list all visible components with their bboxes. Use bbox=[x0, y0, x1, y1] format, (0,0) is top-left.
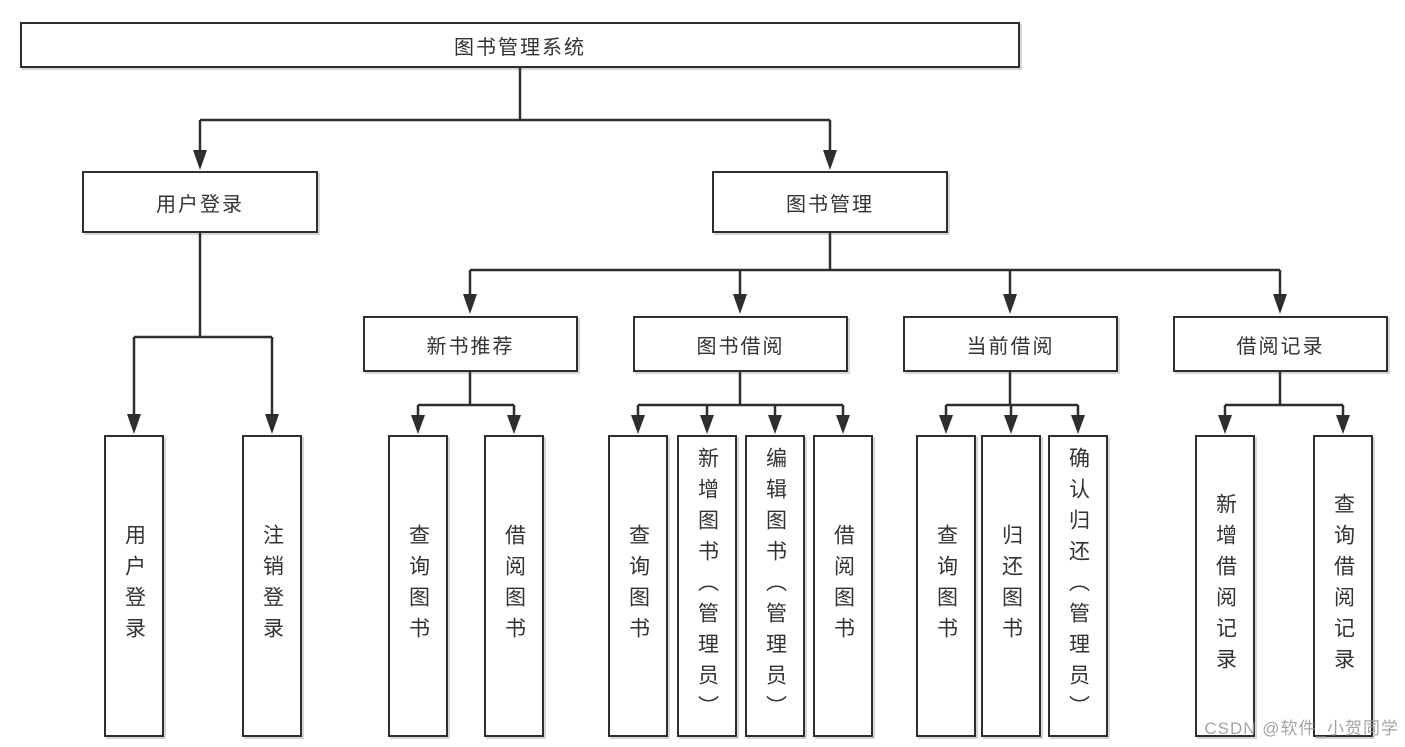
node-label: 查询图书 bbox=[626, 524, 650, 648]
node-label: 查询图书 bbox=[406, 524, 430, 648]
leaf-query-borrow-record: 查询借阅记录 bbox=[1313, 435, 1373, 737]
leaf-user-login: 用户登录 bbox=[104, 435, 164, 737]
node-label: 用户登录 bbox=[122, 524, 146, 648]
leaf-query-books-current: 查询图书 bbox=[916, 435, 976, 737]
node-new-book-recommend: 新书推荐 bbox=[363, 316, 578, 372]
node-label: 确认归还（管理员） bbox=[1066, 446, 1090, 726]
node-borrow-records: 借阅记录 bbox=[1173, 316, 1388, 372]
node-label: 借阅记录 bbox=[1236, 335, 1325, 358]
node-label: 编辑图书（管理员） bbox=[763, 446, 787, 726]
node-label: 当前借阅 bbox=[966, 335, 1055, 358]
node-current-borrow: 当前借阅 bbox=[903, 316, 1118, 372]
node-user-login: 用户登录 bbox=[82, 171, 318, 233]
node-label: 查询图书 bbox=[934, 524, 958, 648]
connector-root bbox=[193, 68, 837, 170]
leaf-add-borrow-record: 新增借阅记录 bbox=[1195, 435, 1255, 737]
leaf-logout: 注销登录 bbox=[242, 435, 302, 737]
node-book-borrow: 图书借阅 bbox=[633, 316, 848, 372]
connector-borrow-records bbox=[1218, 372, 1350, 434]
node-label: 用户登录 bbox=[156, 193, 244, 216]
node-label: 查询借阅记录 bbox=[1331, 493, 1355, 679]
leaf-confirm-return-admin: 确认归还（管理员） bbox=[1048, 435, 1108, 737]
leaf-borrow-books-recommend: 借阅图书 bbox=[484, 435, 544, 737]
node-label: 图书管理 bbox=[786, 193, 874, 216]
node-label: 注销登录 bbox=[260, 524, 284, 648]
connector-current-borrow bbox=[939, 372, 1085, 434]
connector-book-borrow bbox=[631, 372, 850, 434]
leaf-query-books-borrow: 查询图书 bbox=[608, 435, 668, 737]
leaf-add-book-admin: 新增图书（管理员） bbox=[677, 435, 737, 737]
leaf-edit-book-admin: 编辑图书（管理员） bbox=[745, 435, 805, 737]
node-label: 借阅图书 bbox=[502, 524, 526, 648]
connector-book-management bbox=[463, 233, 1287, 314]
leaf-borrow-books: 借阅图书 bbox=[813, 435, 873, 737]
node-label: 借阅图书 bbox=[831, 524, 855, 648]
leaf-return-books: 归还图书 bbox=[981, 435, 1041, 737]
node-label: 新增图书（管理员） bbox=[695, 446, 719, 726]
node-label: 新书推荐 bbox=[426, 335, 515, 358]
node-label: 归还图书 bbox=[999, 524, 1023, 648]
node-label: 图书借阅 bbox=[696, 335, 785, 358]
leaf-query-books-recommend: 查询图书 bbox=[388, 435, 448, 737]
connector-user-login bbox=[127, 233, 279, 434]
node-label: 新增借阅记录 bbox=[1213, 493, 1237, 679]
node-book-management: 图书管理 bbox=[712, 171, 948, 233]
csdn-watermark: CSDN @软件_小贺同学 bbox=[1204, 719, 1399, 738]
node-library-system: 图书管理系统 bbox=[20, 22, 1020, 68]
connector-new-book-recommend bbox=[411, 372, 521, 434]
node-label: 图书管理系统 bbox=[454, 36, 586, 59]
